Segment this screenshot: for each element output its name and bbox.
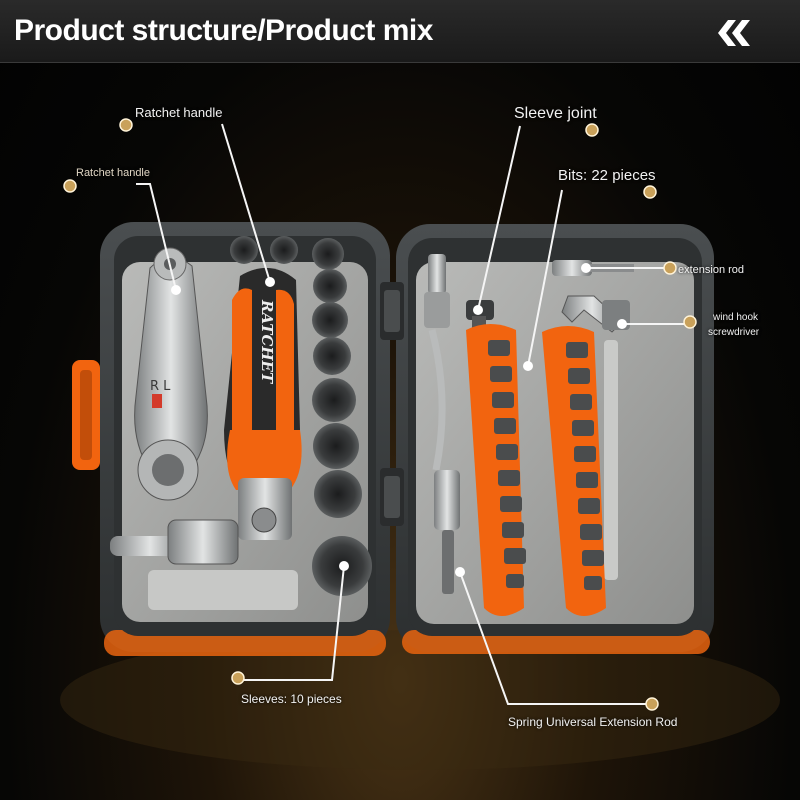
hinges	[380, 282, 404, 526]
callout-extension-rod: extension rod	[678, 264, 745, 276]
double-chevron-left-icon[interactable]	[716, 18, 752, 48]
callout-wind-hook-line2: screwdriver	[708, 327, 760, 338]
bit-holder-right	[542, 326, 606, 616]
callout-markers	[63, 118, 697, 711]
callout-ratchet-handle: Ratchet handle	[135, 105, 223, 120]
leader-lines	[136, 123, 690, 705]
handle-brand: RATCHET	[258, 299, 276, 385]
callout-wind-hook-line1: wind hook	[713, 312, 759, 323]
ratchet-marking: R L	[150, 379, 171, 394]
callout-bits: Bits: 22 pieces	[558, 167, 656, 184]
page-title: Product structure/Product mix	[14, 14, 433, 47]
callout-ratchet-handle-wrench: Ratchet handle	[76, 167, 150, 179]
bit-holder-left	[466, 324, 526, 616]
header-bar	[0, 0, 800, 63]
callout-sleeves: Sleeves: 10 pieces	[241, 692, 342, 706]
spring-extension-rod	[424, 254, 460, 594]
ratchet-screwdriver-handle: RATCHET	[110, 267, 302, 565]
callout-spring-extension: Spring Universal Extension Rod	[508, 715, 678, 729]
callout-sleeve-joint: Sleeve joint	[514, 105, 597, 122]
ratchet-wrench: R L	[134, 247, 208, 501]
